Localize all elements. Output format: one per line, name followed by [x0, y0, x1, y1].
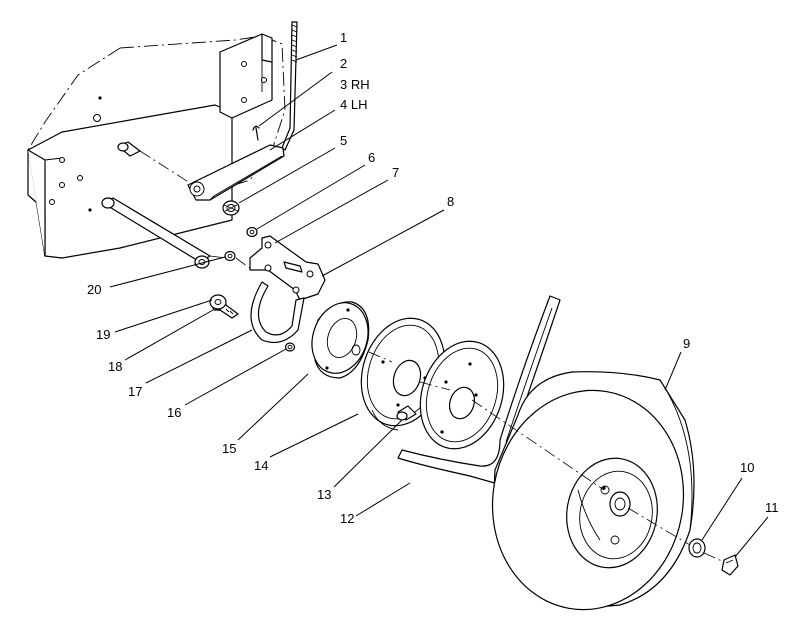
callout-11: 11: [765, 500, 779, 515]
callout-4-lh: 4 LH: [340, 97, 367, 112]
callout-2: 2: [340, 56, 347, 71]
leader-6: [256, 164, 366, 230]
washer-10: [688, 538, 706, 558]
callout-18: 18: [108, 359, 122, 374]
leader-10: [701, 477, 743, 541]
retaining-clip-11: [721, 554, 739, 576]
rim-half-outer: [419, 340, 505, 450]
callout-14: 14: [254, 458, 268, 473]
callout-5: 5: [340, 133, 347, 148]
callout-3-rh: 3 RH: [340, 77, 370, 92]
brake-lever: [187, 144, 285, 201]
leader-17: [145, 329, 253, 384]
callout-12: 12: [340, 511, 354, 526]
leader-15: [237, 373, 309, 441]
callout-19: 19: [96, 327, 110, 342]
bearing: [222, 200, 240, 216]
flat-washer-19: [209, 294, 227, 310]
leader-18: [124, 309, 214, 361]
callout-13: 13: [317, 487, 331, 502]
tire-wheel: [491, 371, 695, 611]
callout-8: 8: [447, 194, 454, 209]
leader-9: [664, 351, 682, 391]
leader-12: [355, 482, 411, 517]
lock-nut: [284, 342, 296, 352]
callout-6: 6: [368, 150, 375, 165]
leader-20: [109, 256, 226, 288]
callout-17: 17: [128, 384, 142, 399]
callout-15: 15: [222, 441, 236, 456]
cotter-pin: [252, 125, 260, 141]
leader-5: [238, 147, 336, 204]
callout-10: 10: [740, 460, 754, 475]
brake-bracket: [249, 235, 326, 301]
leader-7: [274, 179, 389, 244]
brake-band: [250, 281, 305, 343]
leader-1: [295, 44, 338, 61]
callout-9: 9: [683, 336, 690, 351]
leader-13: [333, 419, 403, 488]
leader-14: [269, 413, 359, 458]
leader-19: [114, 299, 213, 333]
leader-lines: [109, 44, 769, 558]
callout-16: 16: [167, 405, 181, 420]
callout-20: 20: [87, 282, 101, 297]
leader-3-4: [269, 109, 336, 151]
brake-rod: [281, 21, 298, 151]
frame: [27, 33, 286, 259]
brake-drum: [311, 301, 370, 379]
leader-11: [734, 516, 769, 558]
leader-16: [184, 348, 287, 406]
washer-20: [224, 250, 236, 262]
callout-1: 1: [340, 30, 347, 45]
callout-labels: 1 2 3 RH 4 LH 5 6 7 8 9 10 11 12 13 14 1…: [87, 30, 779, 526]
washer-6: [246, 226, 258, 238]
valve-spacer: [396, 405, 417, 421]
assembly-axis: [139, 150, 725, 563]
leader-8: [321, 209, 445, 277]
callout-7: 7: [392, 165, 399, 180]
leader-2: [258, 71, 333, 127]
